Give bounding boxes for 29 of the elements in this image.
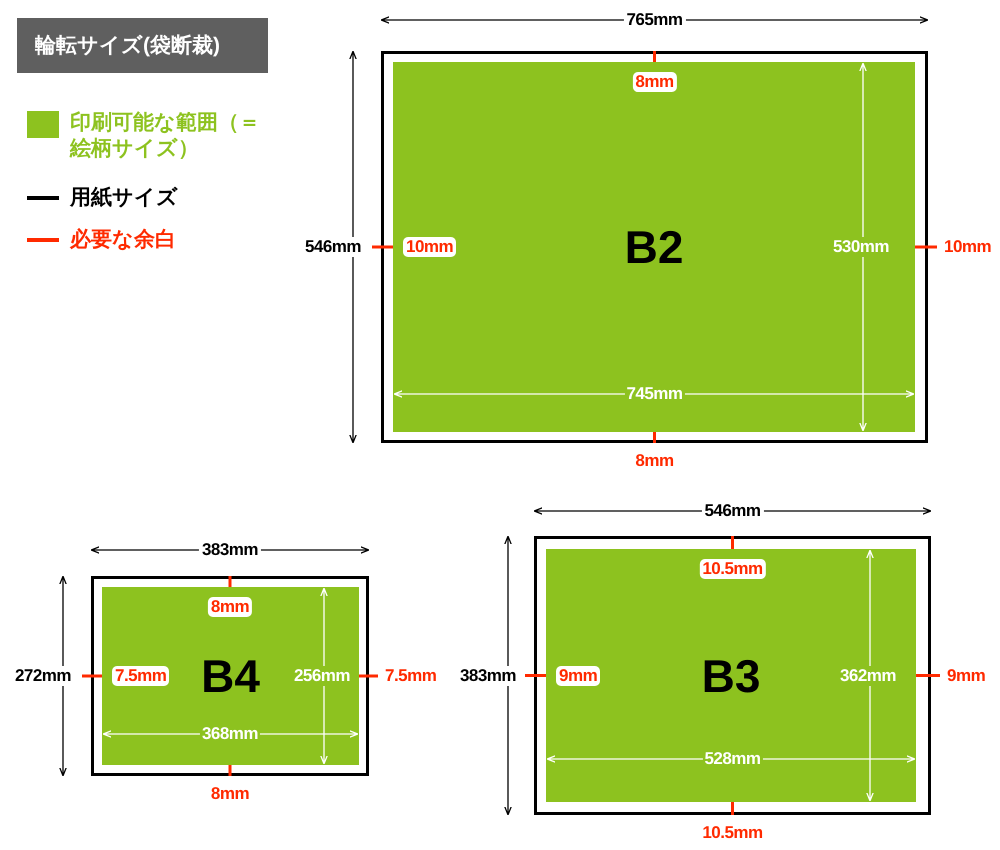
paper-size-label: B3: [702, 650, 760, 700]
dimension-label: 530mm: [830, 237, 892, 257]
print-area: [102, 587, 359, 765]
margin-label: 9mm: [947, 666, 986, 686]
dimension-label: 272mm: [12, 666, 74, 686]
paper-size-label: B4: [201, 651, 260, 701]
dimension-label: 383mm: [458, 666, 518, 686]
margin-label: 10mm: [944, 237, 992, 257]
margin-label: 8mm: [208, 597, 252, 617]
margin-label: 9mm: [556, 666, 600, 686]
legend-label: 印刷可能な範囲（＝絵柄サイズ）: [70, 110, 261, 162]
margin-label: 7.5mm: [385, 666, 436, 686]
paper-sheet: [534, 536, 931, 815]
margin-label: 8mm: [632, 72, 677, 92]
margin-label: 8mm: [210, 784, 250, 804]
dimension-label: 546mm: [302, 237, 364, 257]
margin-label: 10.5mm: [699, 559, 766, 579]
margin-label: 8mm: [635, 451, 674, 471]
dimension-label: 256mm: [292, 666, 352, 686]
margin-label: 10mm: [403, 237, 456, 257]
title: 輪転サイズ(袋断裁): [17, 18, 268, 73]
paper-sheet: [91, 576, 369, 776]
dimension-label: 362mm: [838, 666, 898, 686]
margin-label: 7.5mm: [112, 666, 170, 686]
legend-label: 必要な余白: [70, 227, 177, 253]
legend-label: 用紙サイズ: [70, 185, 179, 211]
margin-label: 10.5mm: [702, 823, 763, 843]
print-area: [546, 549, 916, 802]
paper-size-label: B2: [624, 222, 684, 272]
